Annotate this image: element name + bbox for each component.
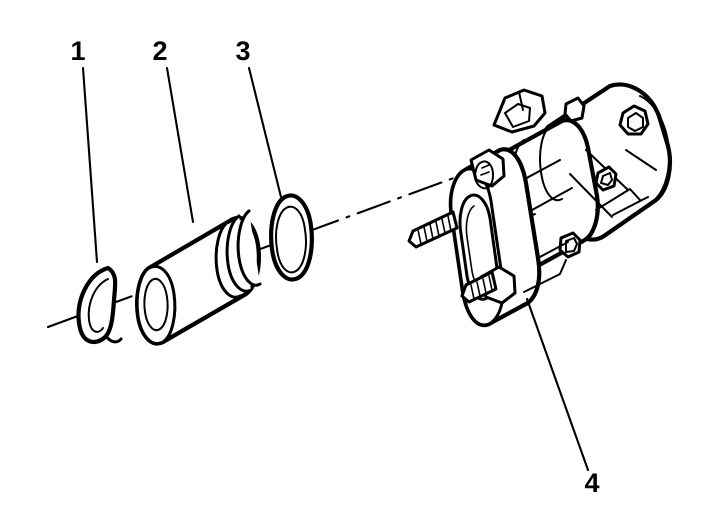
leader-line-3 <box>247 66 283 199</box>
leader-line-2 <box>165 66 195 224</box>
callout-label-3: 3 <box>235 36 250 66</box>
hex-fitting-upper <box>618 104 650 136</box>
callout-leaders <box>81 66 590 472</box>
callout-label-1: 1 <box>70 36 85 66</box>
threaded-stud-upper <box>407 210 459 249</box>
leader-line-4 <box>525 297 590 472</box>
port-boss-upper-left <box>492 88 547 134</box>
hex-fitting-lower <box>558 231 582 259</box>
part-snap-ring <box>76 265 123 345</box>
part-pump-housing <box>407 82 673 328</box>
hex-fitting-side <box>594 165 618 192</box>
part-o-ring <box>269 193 314 282</box>
part-piston-sleeve <box>135 209 262 346</box>
threaded-stud-lower <box>460 270 498 304</box>
leader-line-1 <box>81 66 99 264</box>
callout-label-2: 2 <box>152 36 167 66</box>
callout-label-4: 4 <box>584 468 599 498</box>
flange-ear-upper <box>469 148 506 190</box>
